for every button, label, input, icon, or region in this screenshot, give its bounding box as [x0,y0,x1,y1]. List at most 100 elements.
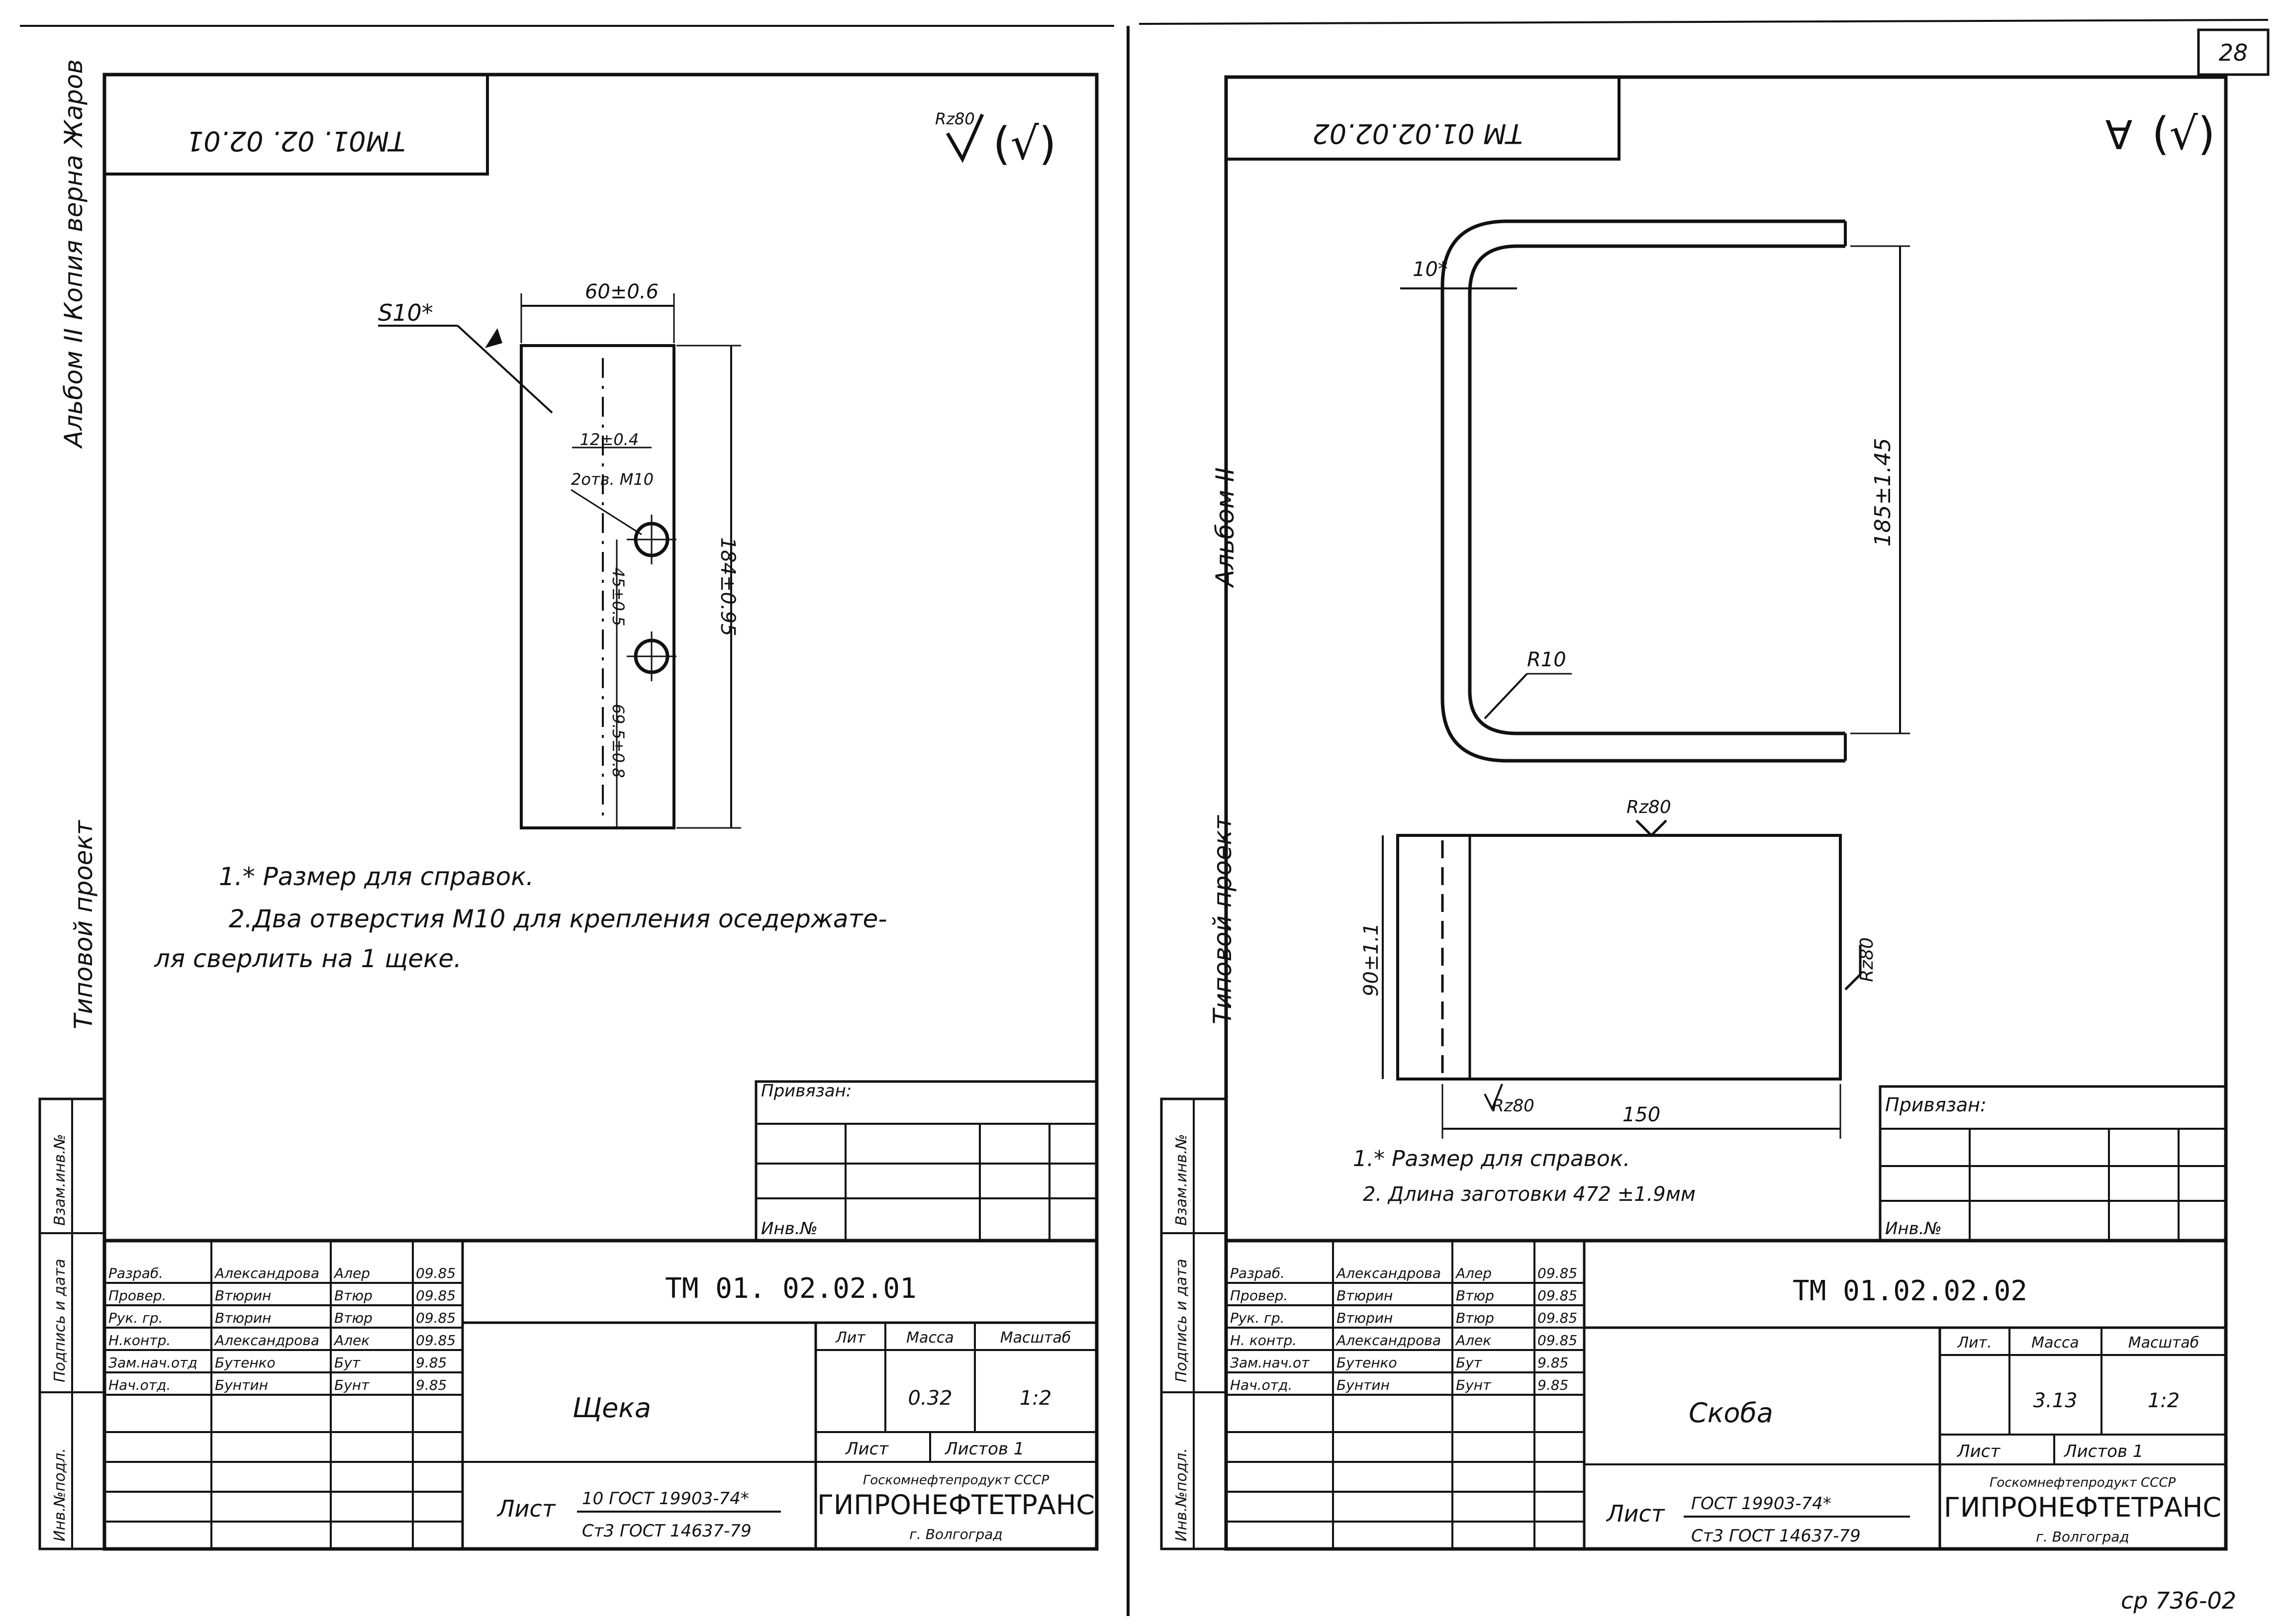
left-side-stamp-sign: Подпись и дата [51,1259,69,1383]
right-sig-date-3: 09.85 [1537,1332,1577,1349]
right-height-dim: 185±1.45 [1870,438,1896,547]
right-sig-name-5: Бунтин [1336,1377,1390,1393]
right-material-line1: ГОСТ 19903-74* [1691,1494,1831,1514]
left-sig-name-2: Втюрин [215,1310,271,1326]
right-side-stamp-vzam: Взам.инв.№ [1173,1134,1190,1226]
right-side-stamp-inv: Инв.№подл. [1173,1448,1190,1541]
left-thickness-leader [457,325,553,414]
right-radius-leader [1484,673,1528,720]
right-sig-date-0: 09.85 [1537,1265,1577,1281]
right-rz-bottom: Rz80 [1492,1096,1534,1116]
right-note-1: 1.* Размер для справок. [1353,1146,1630,1172]
right-sig-name-4: Бутенко [1336,1354,1397,1371]
right-org-city: г. Волгоград [2036,1529,2129,1545]
right-sig-role-4: Зам.нач.от [1230,1354,1310,1371]
right-side-typical: Типовой проект [1208,814,1237,1024]
left-sig-role-4: Зам.нач.отд [108,1354,197,1371]
left-plate-outline [520,344,675,829]
left-roughness-check-icon [946,113,984,163]
right-header-lit: Лит. [1957,1334,1992,1352]
right-sig-role-5: Нач.отд. [1230,1377,1292,1393]
left-header-scale: Масштаб [1000,1329,1071,1347]
left-sheets-label: Листов 1 [944,1439,1024,1459]
left-privyazan-label: Привязан: [761,1081,852,1101]
right-sig-name-1: Втюрин [1336,1287,1393,1304]
right-sig-date-4: 9.85 [1537,1354,1568,1371]
left-doc-code: ТМ 01. 02.02.01 [665,1272,917,1305]
right-sig-sig-5: Бунт [1456,1377,1491,1393]
right-privyazan-label: Привязан: [1885,1094,1987,1116]
left-sig-date-5: 9.85 [416,1377,447,1393]
right-rz-top-check-icon [1635,819,1667,837]
left-sig-name-5: Бунтин [215,1377,268,1393]
right-sig-sig-4: Бут [1456,1354,1482,1371]
right-sig-role-0: Разраб. [1230,1265,1285,1281]
left-sig-name-3: Александрова [214,1332,319,1349]
left-sig-name-4: Бутенко [215,1354,276,1371]
left-pitch-dim: 45±0.5 [609,567,628,626]
right-signature-text: Разраб. Александрова Алер 09.85 Провер. … [1230,1265,1577,1393]
right-side-title: Альбом II [1211,467,1240,588]
right-org-name: ГИПРОНЕФТЕТРАНС [1944,1492,2221,1523]
left-sig-sig-2: Втюр [334,1310,373,1326]
footer-code: ср 736-02 [2121,1587,2236,1614]
left-header-mass: Масса [906,1329,954,1347]
right-header-mass: Масса [2031,1334,2079,1352]
right-sig-sig-3: Алек [1455,1332,1491,1349]
left-note-3: ля сверлить на 1 щеке. [154,944,462,973]
left-sig-name-0: Александрова [214,1265,319,1281]
left-sig-role-2: Рук. гр. [108,1310,163,1326]
left-sig-role-0: Разраб. [108,1265,163,1281]
right-header-scale: Масштаб [2128,1334,2199,1352]
right-sheet: ТМ 01.02.02.02 ∀ (√) Альбом II Типовой п… [1160,75,2228,1551]
page-number: 28 [2219,39,2248,66]
right-sig-role-3: Н. контр. [1230,1332,1297,1349]
left-offset-dim: 12±0.4 [580,430,639,449]
left-org-city: г. Волгоград [909,1526,1003,1542]
left-sig-date-2: 09.85 [416,1310,456,1326]
left-bottom-dim: 69.5±0.8 [609,704,628,778]
left-sig-sig-0: Алер [333,1265,370,1281]
left-sig-name-1: Втюрин [215,1287,271,1304]
left-sig-sig-3: Алек [333,1332,370,1349]
right-mass: 3.13 [2033,1389,2077,1412]
right-sig-role-2: Рук. гр. [1230,1310,1285,1326]
left-material-prefix: Лист [496,1495,556,1522]
left-side-typical: Типовой проект [69,819,98,1029]
left-sig-sig-4: Бут [334,1354,361,1371]
left-code-box [103,73,489,176]
left-sheet: ТМ01. 02. 02.01 Rz80 (√) Альбом II Копия… [38,59,1099,1551]
left-sig-sig-1: Втюр [334,1287,373,1304]
left-note-1: 1.* Размер для справок. [219,862,534,891]
right-rz-top: Rz80 [1626,797,1671,817]
left-sig-date-1: 09.85 [416,1287,456,1304]
left-rotated-code: ТМ01. 02. 02.01 [187,125,405,157]
right-sig-sig-2: Втюр [1456,1310,1494,1326]
scan-edge-top-right [1139,19,2269,25]
right-material-prefix: Лист [1606,1500,1665,1527]
right-rz-bottom-check-icon [1484,1083,1503,1111]
left-sig-role-3: Н.контр. [108,1332,171,1349]
right-sig-role-1: Провер. [1230,1287,1288,1304]
right-sheet-label: Лист [1956,1442,2001,1461]
left-material-line1: 10 ГОСТ 19903-74* [582,1489,749,1509]
right-blank-outline [1396,834,1842,1081]
right-roughness-main: ∀ [2105,112,2133,159]
left-sig-date-0: 09.85 [416,1265,456,1281]
right-bracket-inner [1468,244,1845,735]
right-wall-dim: 10* [1413,258,1448,281]
right-code-box [1225,76,1621,161]
left-side-stamp-vzam: Взам.инв.№ [51,1134,69,1226]
left-sig-role-1: Провер. [108,1287,166,1304]
left-sheet-label: Лист [845,1439,889,1459]
left-roughness-bracket: (√) [993,118,1056,170]
left-hole-leader [571,489,642,536]
left-roughness-rz: Rz80 [935,109,975,128]
right-rz-side-check-icon [1844,945,1862,991]
right-roughness-bracket: (√) [2152,108,2215,160]
left-thickness-label: S10* [378,299,433,326]
left-org-name: ГИПРОНЕФТЕТРАНС [817,1489,1095,1521]
